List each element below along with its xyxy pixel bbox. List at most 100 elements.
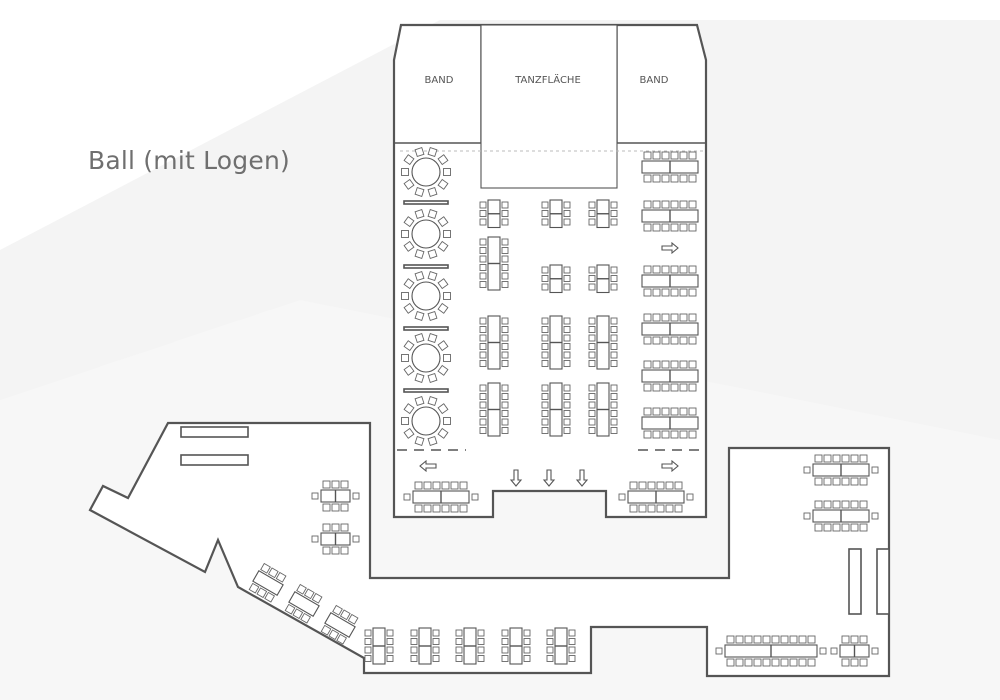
arrow-right-icon — [661, 241, 679, 255]
chair — [688, 313, 697, 322]
arrow-right-icon — [661, 459, 679, 473]
chair — [588, 334, 596, 342]
chair — [643, 430, 652, 439]
chair — [850, 523, 859, 532]
chair — [443, 230, 451, 238]
chair — [479, 393, 487, 400]
chair — [850, 477, 859, 486]
chair — [459, 481, 468, 490]
chair — [568, 629, 576, 637]
chair — [841, 454, 850, 463]
chair — [670, 174, 679, 183]
chair — [588, 401, 596, 409]
table-top — [411, 157, 441, 187]
chair — [610, 283, 618, 291]
banquet-table — [588, 264, 618, 294]
chair — [610, 351, 618, 359]
chair — [859, 500, 868, 509]
chair — [340, 503, 349, 512]
chair — [364, 655, 372, 662]
chair — [568, 638, 576, 645]
chair — [823, 477, 832, 486]
chair — [670, 265, 679, 274]
chair — [563, 317, 571, 325]
chair — [501, 418, 509, 426]
chair — [401, 417, 409, 425]
chair — [443, 354, 451, 362]
chair — [629, 481, 638, 490]
chair — [479, 343, 487, 350]
chair — [670, 151, 679, 160]
chair — [814, 500, 823, 509]
chair — [563, 351, 571, 359]
chair — [303, 588, 315, 600]
chair — [479, 410, 487, 417]
chair — [643, 360, 652, 369]
chair — [688, 223, 697, 232]
chair — [427, 310, 438, 321]
chair — [588, 418, 596, 426]
chair — [652, 174, 661, 183]
chair — [679, 288, 688, 297]
chair — [563, 384, 571, 392]
chair — [814, 477, 823, 486]
banquet-table — [803, 454, 879, 486]
chair — [322, 523, 331, 532]
chair — [501, 264, 509, 271]
chair — [588, 201, 596, 209]
chair — [546, 629, 554, 637]
chair — [414, 271, 425, 282]
chair — [753, 635, 762, 644]
chair — [674, 504, 683, 513]
chair — [410, 655, 418, 662]
chair — [311, 592, 323, 604]
chair — [610, 266, 618, 274]
chair — [661, 383, 670, 392]
dance-floor — [480, 24, 618, 189]
chair — [501, 655, 509, 662]
chair — [679, 430, 688, 439]
chair — [248, 582, 260, 594]
chair — [546, 655, 554, 662]
round-table — [401, 147, 451, 197]
chair — [652, 200, 661, 209]
chair — [665, 504, 674, 513]
chair — [401, 292, 409, 300]
chair — [437, 302, 449, 314]
chair — [563, 418, 571, 426]
chair — [414, 435, 425, 446]
chair — [665, 481, 674, 490]
chair — [332, 604, 343, 616]
chair — [814, 523, 823, 532]
band-left-label: BAND — [425, 75, 454, 86]
chair — [841, 635, 850, 644]
partition — [403, 200, 449, 205]
chair — [686, 493, 694, 501]
chair — [588, 317, 596, 325]
chair — [264, 591, 276, 603]
chair — [427, 372, 438, 383]
chair — [427, 147, 438, 158]
chair — [563, 201, 571, 209]
chair — [541, 343, 549, 350]
chair — [859, 454, 868, 463]
chair — [320, 624, 332, 636]
chair — [568, 655, 576, 662]
chair — [588, 410, 596, 417]
chair — [455, 646, 463, 654]
chair — [401, 230, 409, 238]
chair — [762, 635, 771, 644]
chair — [674, 481, 683, 490]
banquet-table — [410, 627, 440, 665]
chair — [339, 609, 351, 621]
chair — [588, 427, 596, 434]
chair — [432, 629, 440, 637]
chair — [643, 336, 652, 345]
chair — [441, 481, 450, 490]
chair — [340, 546, 349, 555]
chair — [780, 658, 789, 667]
chair — [523, 646, 531, 654]
chair — [871, 647, 879, 655]
chair — [610, 334, 618, 342]
chair — [386, 629, 394, 637]
